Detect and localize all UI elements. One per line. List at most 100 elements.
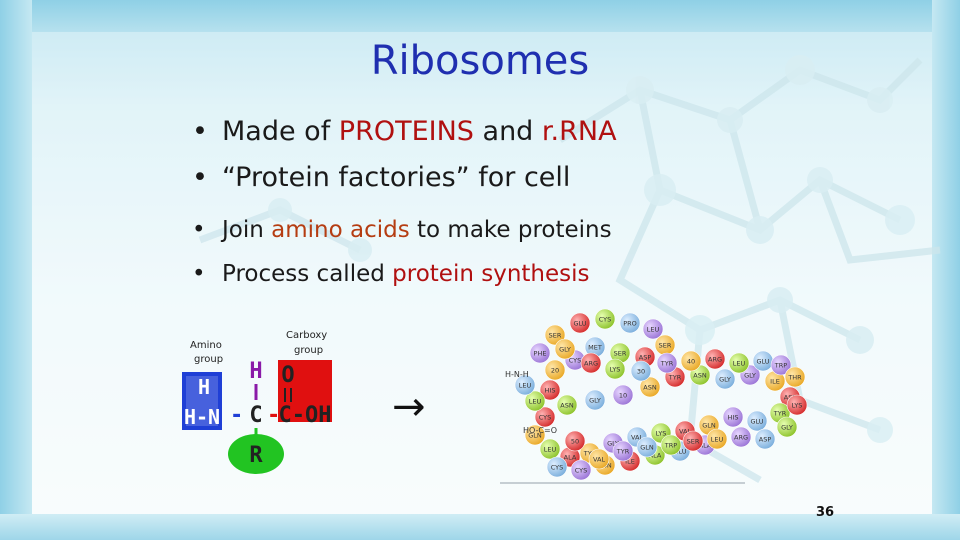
amino-end-label: H-N-H <box>505 370 529 379</box>
amino-acid-label: CYS <box>551 464 564 472</box>
amino-acid-label: SER <box>687 438 700 446</box>
amino-acid-bead <box>612 440 634 462</box>
amino-acid-label: 20 <box>551 367 559 375</box>
svg-text:group: group <box>194 354 223 365</box>
amino-acid-structure-diagram: Amino group Carboxy group H H-N - H C - … <box>182 330 332 474</box>
amino-acid-bead <box>746 410 768 432</box>
amino-acid-bead <box>784 366 806 388</box>
amino-acid-bead <box>642 318 664 340</box>
amino-acid-label: LYS <box>792 402 803 410</box>
bullet-dot-icon: • <box>192 162 208 193</box>
svg-text:C: C <box>249 403 262 428</box>
amino-acid-bead <box>554 338 576 360</box>
amino-acid-bead <box>580 352 602 374</box>
amino-acid-bead <box>534 406 556 428</box>
frame-left <box>0 0 32 540</box>
amino-acid-bead <box>660 434 682 456</box>
amino-acid-label: ILE <box>625 458 635 466</box>
amino-acid-bead <box>704 348 726 370</box>
svg-text:H: H <box>249 359 262 384</box>
amino-acid-label: ARG <box>708 356 722 364</box>
amino-acid-bead <box>604 358 626 380</box>
amino-acid-label: 50 <box>571 438 579 446</box>
amino-acid-label: GLY <box>607 440 619 448</box>
amino-acid-label: CYS <box>569 357 582 365</box>
bullet-dot-icon: • <box>192 116 208 147</box>
amino-acid-bead <box>539 438 561 460</box>
svg-text:O: O <box>281 363 294 388</box>
bullet-item: • Process called protein synthesis <box>192 254 617 298</box>
amino-acid-label: PHE <box>534 350 547 358</box>
amino-acid-bead <box>588 448 610 470</box>
amino-acid-label: LEU <box>733 360 746 368</box>
amino-acid-label: VAL <box>679 428 691 436</box>
amino-acid-bead <box>786 394 808 416</box>
amino-acid-label: ASN <box>643 384 657 392</box>
amino-acid-label: VAL <box>593 456 605 464</box>
amino-acid-label: GLU <box>573 320 586 328</box>
amino-acid-label: GLU <box>756 358 769 366</box>
amino-group-box <box>182 372 222 430</box>
svg-text:C-OH: C-OH <box>279 403 332 428</box>
amino-acid-label: ALA <box>649 452 662 460</box>
amino-acid-label: GLY <box>744 372 756 380</box>
amino-acid-bead <box>680 350 702 372</box>
amino-acid-label: TYR <box>583 450 597 458</box>
svg-text:-: - <box>230 403 243 428</box>
amino-acid-label: GLN <box>528 432 542 440</box>
amino-acid-bead <box>619 312 641 334</box>
amino-acid-label: 10 <box>619 392 627 400</box>
amino-acid-label: LEU <box>529 398 542 406</box>
svg-text:R: R <box>249 443 263 468</box>
amino-acid-label: ARG <box>584 360 598 368</box>
svg-text:Amino: Amino <box>190 340 222 351</box>
amino-acid-label: MET <box>588 344 602 352</box>
bullet-text: “Protein factories” for cell <box>222 162 571 193</box>
slide-title: Ribosomes <box>370 38 590 84</box>
amino-acid-bead <box>546 456 568 478</box>
amino-acid-bead <box>556 394 578 416</box>
amino-acid-bead <box>514 374 536 396</box>
amino-acid-bead <box>636 436 658 458</box>
bullet-text: Join amino acids to make proteins <box>222 217 612 243</box>
amino-acid-label: 40 <box>687 358 695 366</box>
amino-acid-bead <box>524 390 546 412</box>
amino-acid-label: TRP <box>664 442 677 450</box>
bullet-text: Made of PROTEINS and r.RNA <box>222 116 617 147</box>
svg-text:-: - <box>267 403 280 428</box>
bullet-item: • “Protein factories” for cell <box>192 158 617 204</box>
svg-text:H-N: H-N <box>184 405 220 429</box>
amino-acid-label: CYS <box>599 316 612 324</box>
amino-acid-bead <box>594 308 616 330</box>
bullet-list: • Made of PROTEINS and r.RNA • “Protein … <box>192 112 617 298</box>
amino-acid-bead <box>770 354 792 376</box>
amino-acid-label: GLY <box>559 346 571 354</box>
amino-acid-bead <box>584 389 606 411</box>
amino-acid-label: THR <box>787 374 802 382</box>
amino-acid-bead <box>730 426 752 448</box>
r-group-circle <box>228 434 284 474</box>
amino-acid-bead <box>564 430 586 452</box>
amino-acid-label: LEU <box>647 326 660 334</box>
amino-acid-bead <box>776 416 798 438</box>
amino-acid-bead <box>728 352 750 374</box>
amino-acid-label: ASN <box>560 402 574 410</box>
amino-acid-bead <box>570 459 592 481</box>
amino-acid-bead <box>544 359 566 381</box>
amino-acid-label: TYR <box>616 448 630 456</box>
page-number: 36 <box>816 505 835 520</box>
svg-text:H: H <box>198 375 210 399</box>
amino-acid-label: LYS <box>610 366 621 374</box>
amino-acid-label: GLY <box>589 397 601 405</box>
amino-acid-bead <box>529 342 551 364</box>
amino-acid-label: ARG <box>734 434 748 442</box>
amino-acid-label: ASN <box>693 372 707 380</box>
amino-acid-bead <box>656 352 678 374</box>
amino-acid-label: ALA <box>699 442 712 450</box>
amino-acid-label: CYS <box>539 414 552 422</box>
amino-acid-label: SER <box>549 332 562 340</box>
amino-acid-bead <box>722 406 744 428</box>
bullet-text: Process called protein synthesis <box>222 261 590 287</box>
amino-acid-bead <box>706 428 728 450</box>
